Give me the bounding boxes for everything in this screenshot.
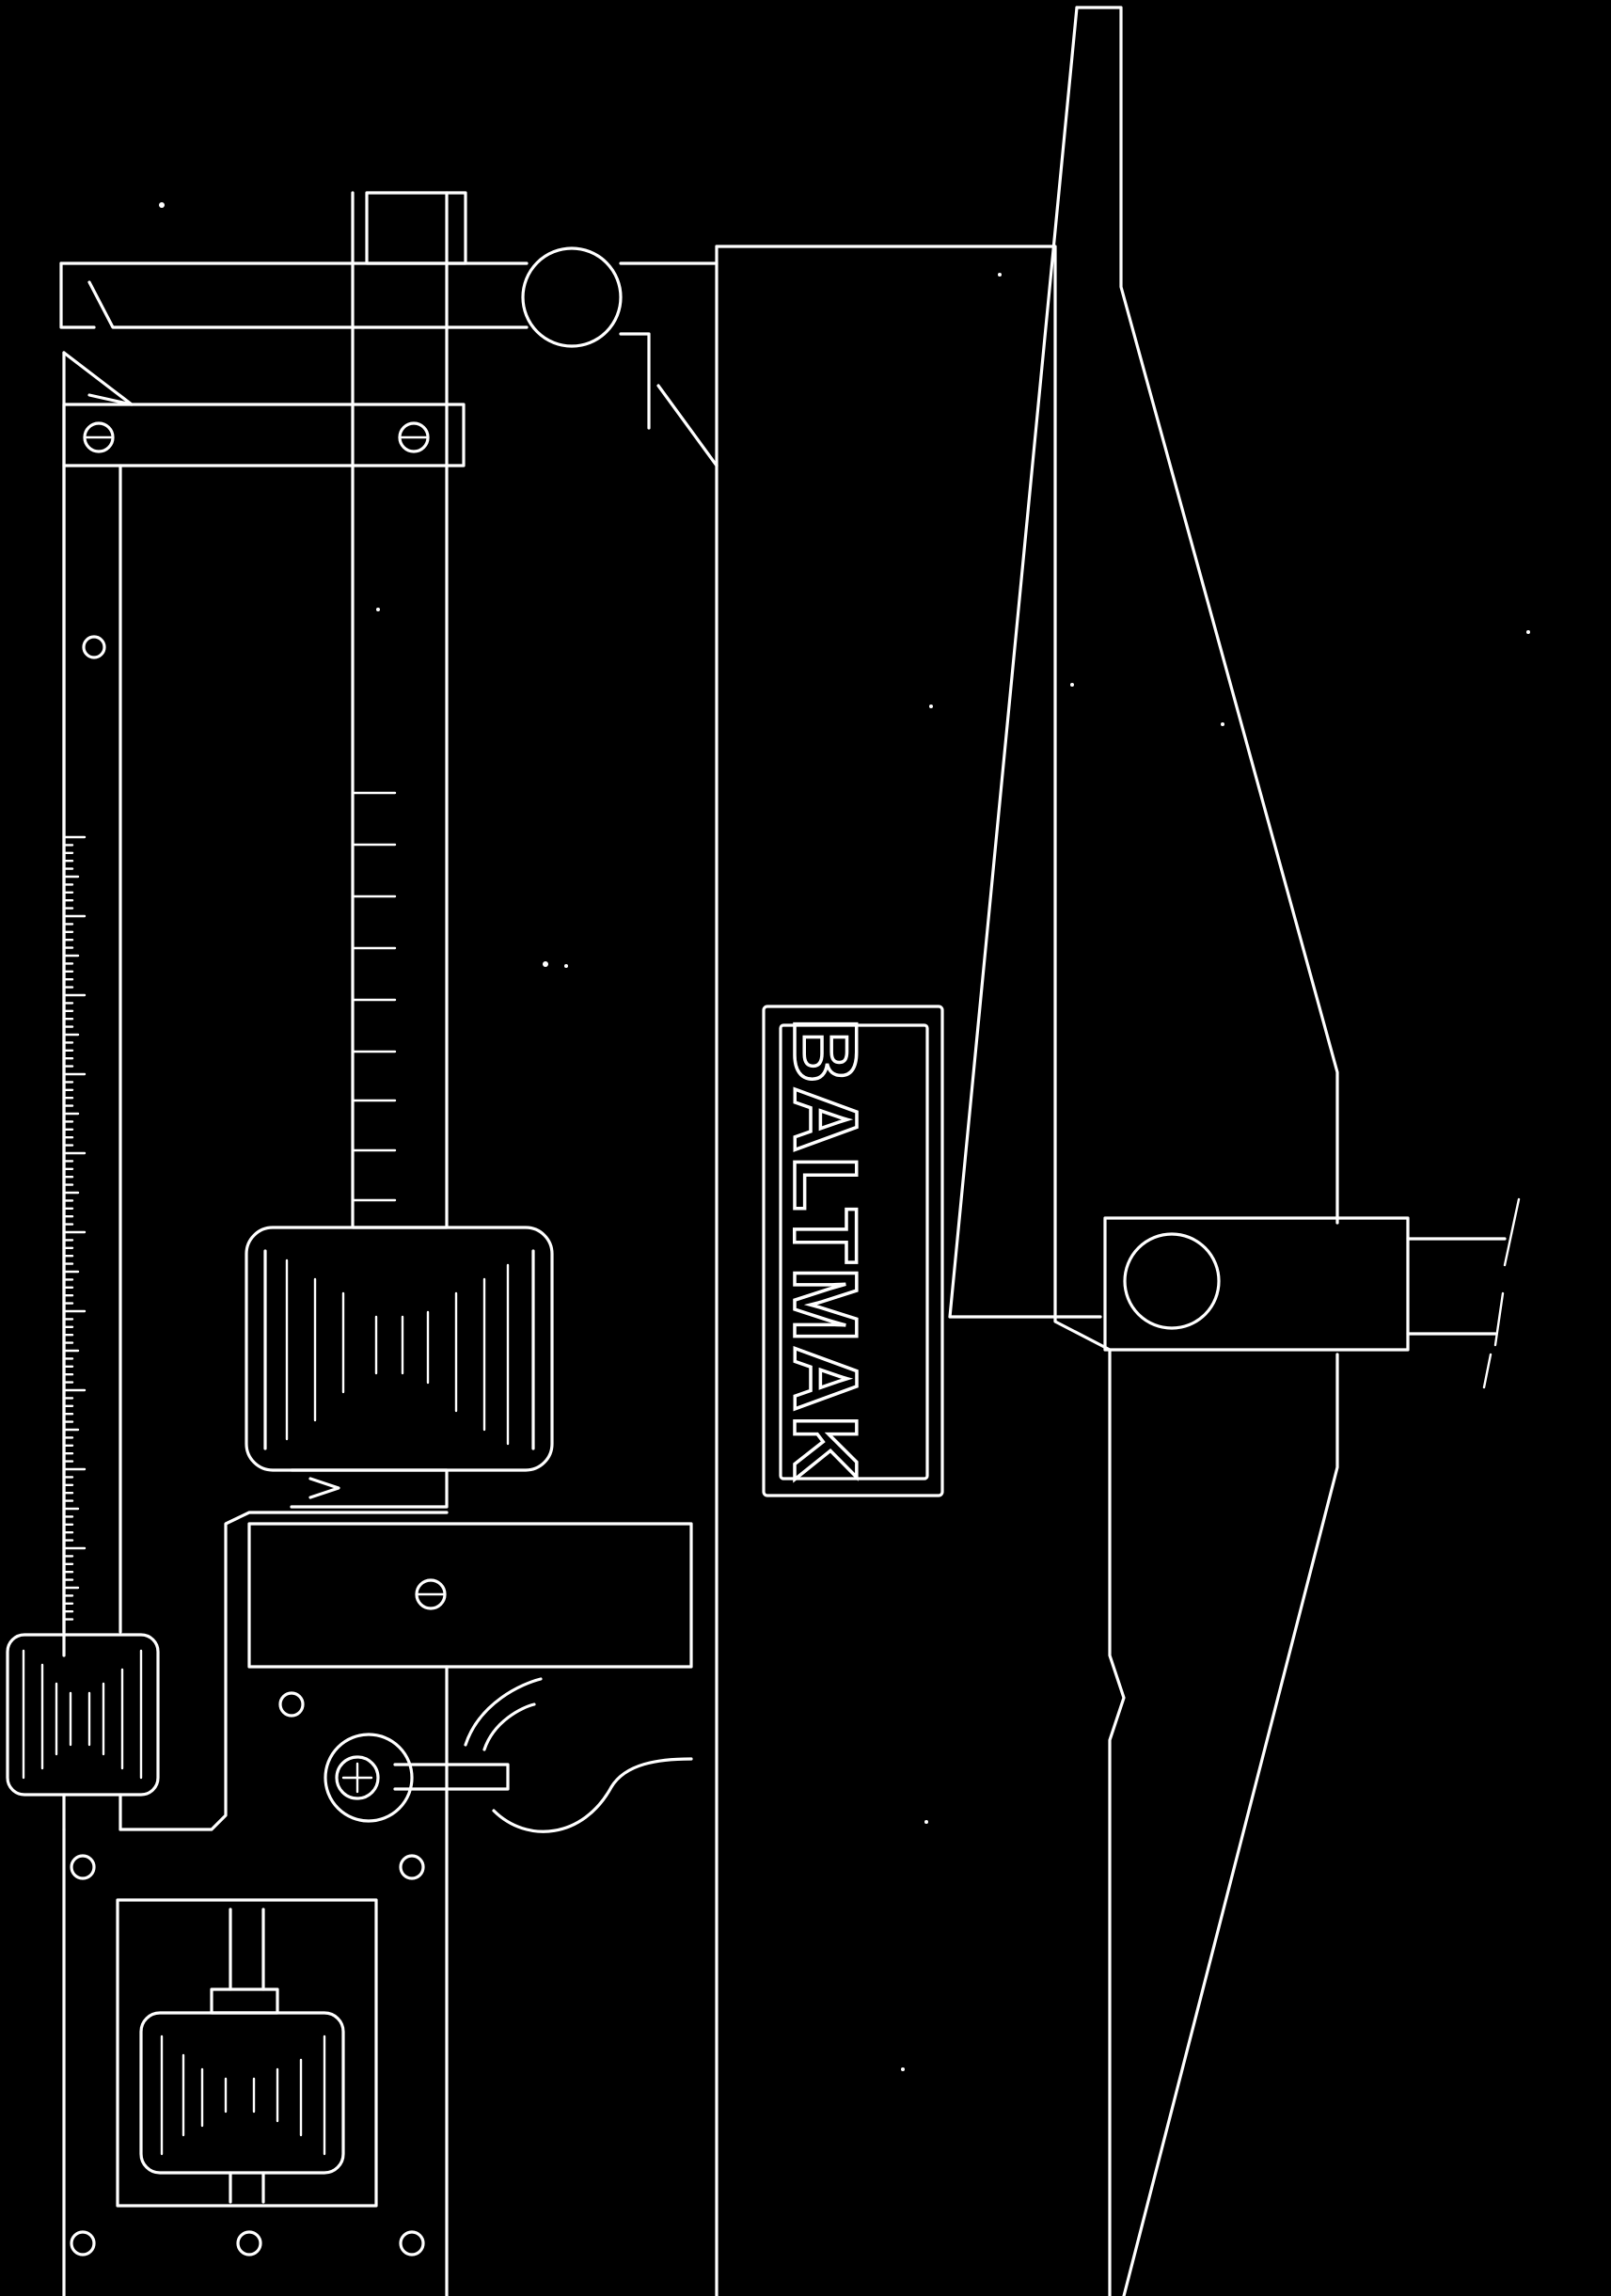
foot-plate — [62, 1828, 425, 2296]
beam-notch — [351, 1082, 397, 1102]
small-sliding-poise[interactable] — [6, 1633, 160, 1831]
scan-speckles — [159, 202, 1530, 2071]
pivot-block — [1103, 1197, 1521, 1389]
beam-notch — [351, 826, 397, 847]
beam-notch — [351, 981, 397, 1002]
beam-notch — [351, 929, 397, 950]
beam-notch — [351, 1033, 397, 1053]
beam-notch — [351, 878, 397, 898]
lower-beam-scale — [62, 835, 87, 1621]
beam-notch — [351, 1132, 397, 1152]
brand-nameplate-text: BALTMAK — [775, 1018, 876, 1483]
lock-knob-icon[interactable] — [324, 1733, 414, 1823]
large-poise-weight[interactable] — [245, 1226, 554, 1509]
beam-lock[interactable] — [324, 1677, 693, 1833]
upper-beam-notches — [351, 774, 397, 1202]
fulcrum-knob — [521, 246, 623, 348]
brand-nameplate: BALTMAK — [762, 1005, 944, 1497]
frame-screw-icon — [83, 421, 115, 453]
beam-notch — [351, 1181, 397, 1202]
base-cabinet — [656, 245, 1126, 2296]
beam-notch — [351, 774, 397, 795]
frame-screw-icon — [398, 421, 430, 453]
tapered-wedge — [948, 6, 1339, 2296]
fulcrum-assembly — [59, 191, 719, 430]
mounting-bracket — [118, 1511, 693, 2296]
